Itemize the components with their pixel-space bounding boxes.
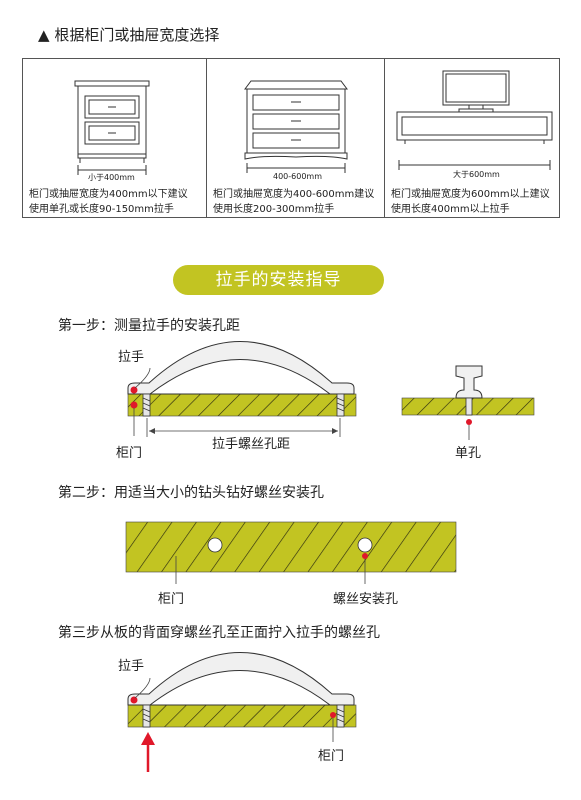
width-dim-label: 小于400mm xyxy=(88,173,135,182)
triangle-icon: ▲ xyxy=(38,26,50,44)
single-hole-knob-diagram xyxy=(401,365,535,440)
width-caption-line2: 使用单孔或长度90-150mm拉手 xyxy=(29,204,174,215)
step1-handle-diagram xyxy=(127,341,357,437)
dresser-illustration xyxy=(244,80,348,173)
section-title: 根据柜门或抽屉宽度选择 xyxy=(54,26,220,44)
door-label: 柜门 xyxy=(158,592,185,607)
door-label: 柜门 xyxy=(318,749,345,764)
width-caption-line2: 使用长度200-300mm拉手 xyxy=(213,204,335,215)
handle-marker-dot xyxy=(130,386,138,394)
handle-label: 拉手 xyxy=(118,350,145,365)
hole-distance-label: 拉手螺丝孔距 xyxy=(210,433,293,452)
width-caption-line1: 柜门或抽屉宽度为600mm以上建议 xyxy=(391,189,550,200)
section-header: ▲ 根据柜门或抽屉宽度选择 xyxy=(38,24,219,45)
single-hole-label: 单孔 xyxy=(455,446,482,461)
screw-hole-label: 螺丝安装孔 xyxy=(333,592,399,607)
width-dim-label: 大于600mm xyxy=(453,170,500,179)
screw-hole xyxy=(357,537,373,553)
width-selection-table: 小于400mm 柜门或抽屉宽度为400mm以下建议 使用单孔或长度90-150m… xyxy=(22,58,560,218)
door-marker-dot xyxy=(130,401,138,409)
width-column-small: 小于400mm 柜门或抽屉宽度为400mm以下建议 使用单孔或长度90-150m… xyxy=(23,59,206,217)
tv-cabinet-illustration xyxy=(396,70,553,170)
handle-label: 拉手 xyxy=(118,659,145,674)
width-caption-line2: 使用长度400mm以上拉手 xyxy=(391,204,510,215)
step1-title: 第一步：测量拉手的安装孔距 xyxy=(58,318,240,334)
screw-hole xyxy=(207,537,223,553)
width-caption-line1: 柜门或抽屉宽度为400mm以下建议 xyxy=(29,189,188,200)
step2-drilled-board xyxy=(125,521,457,584)
width-column-large: 大于600mm 柜门或抽屉宽度为600mm以上建议 使用长度400mm以上拉手 xyxy=(384,59,561,217)
nightstand-illustration xyxy=(74,80,150,175)
install-guide-title: 拉手的安装指导 xyxy=(173,265,384,295)
door-label: 柜门 xyxy=(116,446,143,461)
width-column-medium: 400-600mm 柜门或抽屉宽度为400-600mm建议 使用长度200-30… xyxy=(206,59,384,217)
step3-title: 第三步从板的背面穿螺丝孔至正面拧入拉手的螺丝孔 xyxy=(58,625,380,641)
width-dim-label: 400-600mm xyxy=(273,172,323,181)
width-caption-line1: 柜门或抽屉宽度为400-600mm建议 xyxy=(213,189,375,200)
step3-handle-diagram xyxy=(127,652,357,772)
step2-title: 第二步：用适当大小的钻头钻好螺丝安装孔 xyxy=(58,485,324,501)
